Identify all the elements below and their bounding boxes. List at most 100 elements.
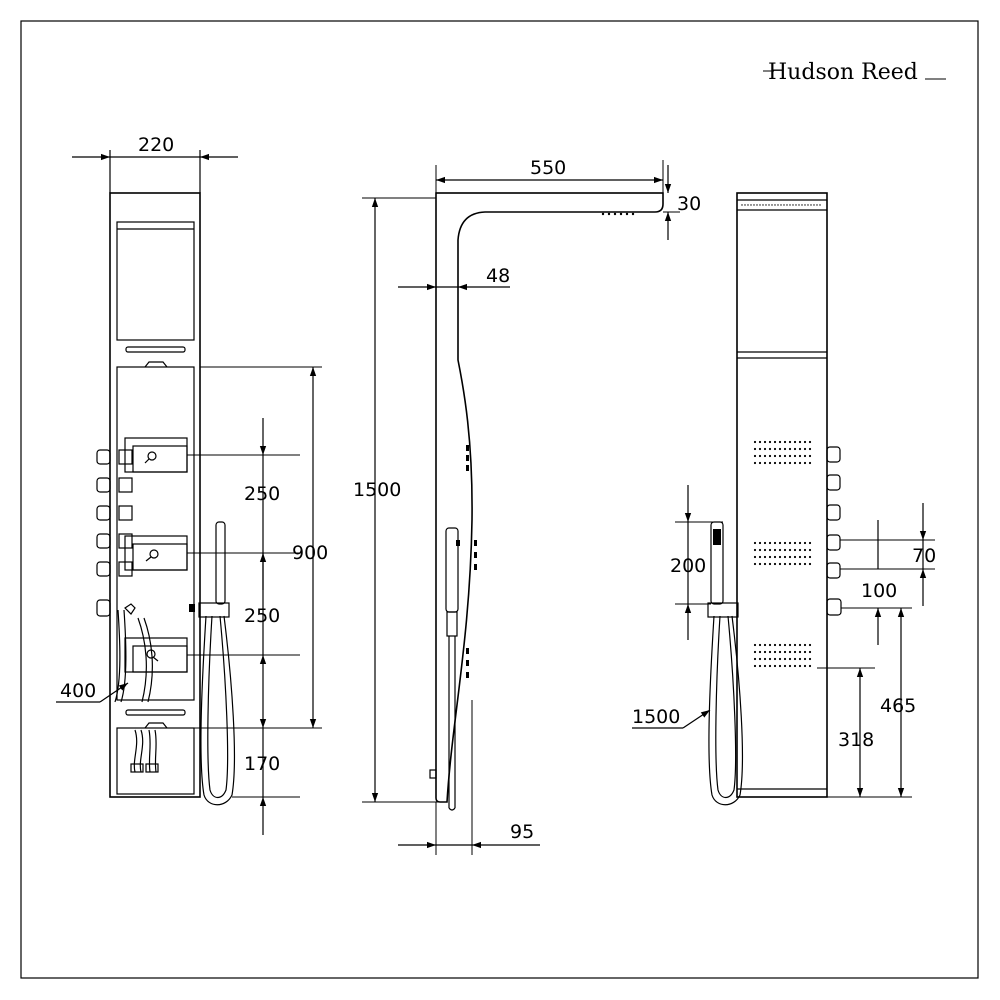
rear-hand-shower [707,521,744,806]
dim-front-bottom-offset: 170 [244,753,280,775]
nozzle-dot [773,643,777,647]
rear-side-knobs [826,446,842,616]
nozzle-dot [808,657,812,661]
dim-front-width: 220 [138,134,174,156]
nozzle-dot [763,555,767,559]
dim-side-arm-length: 550 [530,157,566,179]
nozzle-dot [793,447,797,451]
nozzle-dot [778,555,782,559]
nozzle-dot [801,204,803,206]
nozzle-dot [803,440,807,444]
nozzle-dot [763,548,767,552]
nozzle-dot [798,204,800,206]
nozzle-dot [758,461,762,465]
nozzle-dot [756,204,758,206]
nozzle-dot [753,548,757,552]
nozzle-dot [798,541,802,545]
nozzle-dot [778,440,782,444]
nozzle-dot [747,204,749,206]
nozzle-dot [783,555,787,559]
nozzle-dot [758,664,762,668]
nozzle-dot [778,643,782,647]
nozzle-dot [773,650,777,654]
nozzle-dot [808,650,812,654]
nozzle-dot [788,447,792,451]
nozzle-dot [763,657,767,661]
nozzle-dot [768,541,772,545]
nozzle-dot [763,650,767,654]
nozzle-dot [758,650,762,654]
nozzle-dot [808,548,812,552]
rear-jet-middle [753,541,812,566]
nozzle-dot [758,541,762,545]
nozzle-dot [783,664,787,668]
side-panel-profile [435,192,664,803]
nozzle-dot [763,541,767,545]
nozzle-dot [778,562,782,566]
nozzle-dot [744,204,746,206]
nozzle-dot [798,440,802,444]
nozzle-dot [783,562,787,566]
nozzle-dot [778,461,782,465]
rear-panel-outline [736,192,828,798]
nozzle-dot [803,461,807,465]
nozzle-dot [783,204,785,206]
nozzle-dot [793,440,797,444]
rear-jet-lower [753,643,812,668]
nozzle-dot [758,562,762,566]
rear-jet-upper [753,440,812,465]
front-valve-lower [124,637,188,673]
nozzle-dot [763,643,767,647]
nozzle-dot [798,657,802,661]
front-valve-middle [124,535,188,571]
rear-head-nozzles [741,204,821,206]
nozzle-dot [795,204,797,206]
nozzle-dot [798,454,802,458]
nozzle-dot [773,562,777,566]
nozzle-dot [778,447,782,451]
dim-side-total-height: 1500 [353,479,401,501]
nozzle-dot [803,555,807,559]
nozzle-dot [778,454,782,458]
nozzle-dot [758,643,762,647]
nozzle-dot [793,657,797,661]
nozzle-dot [783,541,787,545]
nozzle-dot [783,454,787,458]
dim-side-base-depth: 95 [510,821,534,843]
nozzle-dot [819,204,821,206]
nozzle-dot [786,204,788,206]
nozzle-dot [762,204,764,206]
nozzle-dot [780,204,782,206]
nozzle-dot [783,548,787,552]
nozzle-dot [793,555,797,559]
nozzle-dot [798,555,802,559]
front-head-window [116,221,195,341]
nozzle-dot [788,643,792,647]
nozzle-dot [803,562,807,566]
nozzle-dot [768,447,772,451]
nozzle-dot [753,657,757,661]
nozzle-dot [758,548,762,552]
nozzle-dot [763,562,767,566]
nozzle-dot [808,454,812,458]
nozzle-dot [758,447,762,451]
nozzle-dot [788,555,792,559]
nozzle-dot [778,548,782,552]
nozzle-dot [783,650,787,654]
nozzle-dot [783,643,787,647]
nozzle-dot [803,454,807,458]
front-valve-upper [124,437,188,473]
front-slot-lower [125,709,186,716]
nozzle-dot [808,541,812,545]
nozzle-dot [803,447,807,451]
dim-side-head-thickness: 30 [677,193,701,215]
nozzle-dot [753,664,757,668]
nozzle-dot [788,657,792,661]
nozzle-dot [803,664,807,668]
dim-side-top-depth: 48 [486,265,510,287]
nozzle-dot [773,447,777,451]
nozzle-dot [768,555,772,559]
nozzle-dot [753,461,757,465]
front-hand-shower [198,521,236,806]
nozzle-dot [768,562,772,566]
